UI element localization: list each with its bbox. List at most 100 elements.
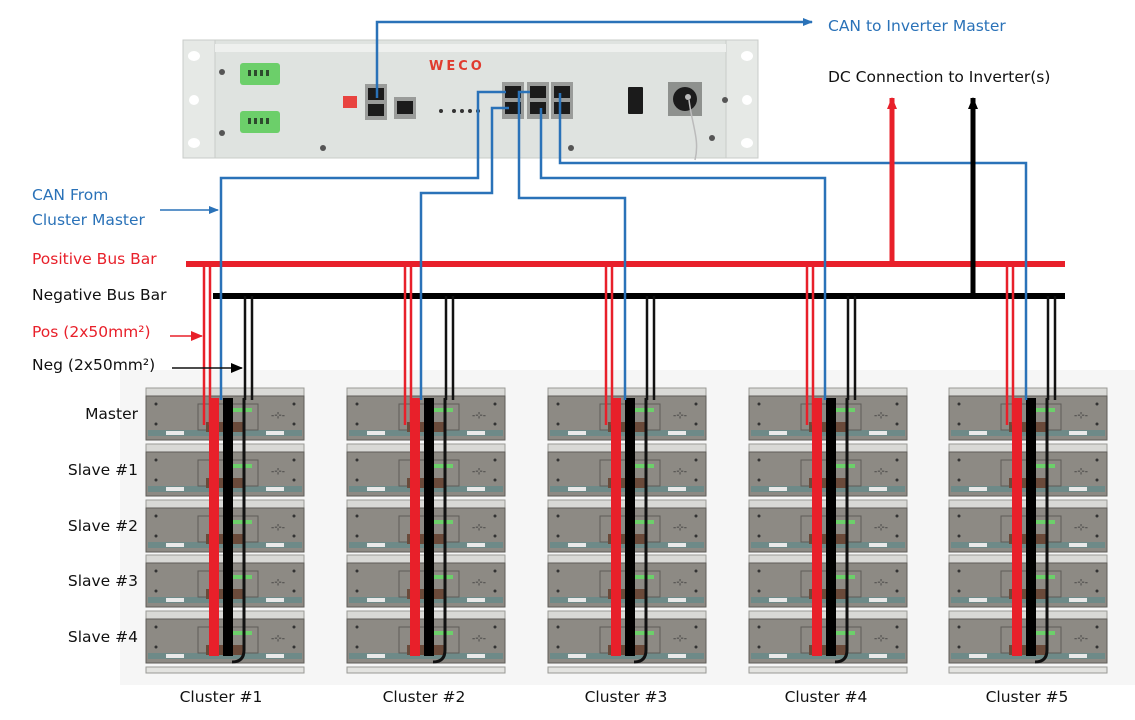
screw: [694, 645, 698, 649]
ground-symbol: -⊹-: [1074, 634, 1088, 644]
module-slot: [869, 487, 887, 491]
screw: [556, 458, 560, 462]
cluster-label-2: Cluster #2: [382, 688, 466, 706]
module-slot: [367, 487, 385, 491]
screw: [895, 625, 899, 629]
screw: [957, 478, 961, 482]
screw: [292, 458, 296, 462]
screw: [493, 589, 497, 593]
cluster-2-cables: [403, 264, 455, 425]
module-comm-connector: [425, 631, 453, 635]
cluster-label-5: Cluster #5: [985, 688, 1069, 706]
screw: [757, 402, 761, 406]
screw: [556, 422, 560, 426]
negative-return-cable: [231, 398, 246, 664]
screw: [757, 589, 761, 593]
module-comm-connector: [827, 631, 855, 635]
screw: [355, 645, 359, 649]
screw: [493, 534, 497, 538]
stack-base: [748, 666, 908, 674]
stack-base: [346, 666, 506, 674]
screw: [154, 422, 158, 426]
module-top-cap: [948, 387, 1108, 397]
ground-symbol: -⊹-: [472, 411, 486, 421]
module-slot: [568, 654, 586, 658]
screw: [556, 569, 560, 573]
negative-return-cable: [633, 398, 648, 664]
module-comm-connector: [1027, 408, 1055, 412]
row-label-slave-4: Slave #4: [67, 628, 138, 646]
module-slot: [668, 431, 686, 435]
ground-symbol: -⊹-: [673, 411, 687, 421]
battery-cluster-2: -⊹--⊹--⊹--⊹--⊹-: [346, 387, 506, 674]
screw: [292, 589, 296, 593]
screw: [556, 514, 560, 518]
positive-rail: [209, 398, 219, 656]
positive-rail: [410, 398, 420, 656]
screw: [493, 645, 497, 649]
screw: [1095, 625, 1099, 629]
can-wire-cluster-3: [517, 90, 627, 400]
cluster-4-cables: [805, 264, 857, 425]
screw: [895, 569, 899, 573]
neg-cable-label: Neg (2x50mm²): [32, 356, 156, 374]
row-label-slave-2: Slave #2: [67, 517, 138, 535]
positive-bus-label: Positive Bus Bar: [32, 250, 157, 268]
module-slot: [969, 431, 987, 435]
module-slot: [769, 654, 787, 658]
screw: [154, 514, 158, 518]
screw: [694, 625, 698, 629]
screw: [292, 645, 296, 649]
can-from-label-line2: Cluster Master: [32, 211, 145, 229]
on-off-switch: [628, 87, 643, 114]
screw: [1095, 458, 1099, 462]
ground-symbol: -⊹-: [673, 634, 687, 644]
screw: [355, 458, 359, 462]
module-slot: [1069, 431, 1087, 435]
module-comm-connector: [224, 575, 252, 579]
module-comm-connector: [224, 464, 252, 468]
screw: [694, 514, 698, 518]
screw: [1095, 645, 1099, 649]
screw: [556, 402, 560, 406]
screw: [1095, 402, 1099, 406]
screw: [556, 534, 560, 538]
module-comm-connector: [425, 520, 453, 524]
module-slot: [869, 598, 887, 602]
screw: [493, 402, 497, 406]
battery-cluster-5: -⊹--⊹--⊹--⊹--⊹-: [948, 387, 1108, 674]
module-comm-connector: [1027, 575, 1055, 579]
negative-rail: [625, 398, 635, 656]
pos-cable-label: Pos (2x50mm²): [32, 323, 151, 341]
screw: [957, 569, 961, 573]
screw: [154, 534, 158, 538]
screw: [1095, 589, 1099, 593]
screw: [355, 534, 359, 538]
module-slot: [367, 598, 385, 602]
module-slot: [668, 487, 686, 491]
can-wire-cluster-4: [539, 108, 827, 400]
rack-ear-left: [182, 39, 216, 159]
negative-return-cable: [834, 398, 849, 664]
cluster-3-cables: [604, 264, 656, 425]
screw: [1095, 422, 1099, 426]
screw: [292, 534, 296, 538]
screw: [757, 625, 761, 629]
cluster-label-1: Cluster #1: [179, 688, 263, 706]
screw: [292, 625, 296, 629]
screw: [355, 422, 359, 426]
module-slot: [969, 543, 987, 547]
negative-rail: [1026, 398, 1036, 656]
screw: [957, 625, 961, 629]
ground-symbol: -⊹-: [271, 634, 285, 644]
screw: [154, 478, 158, 482]
module-slot: [869, 431, 887, 435]
screw: [895, 478, 899, 482]
module-slot: [668, 543, 686, 547]
screw: [757, 458, 761, 462]
ground-symbol: -⊹-: [472, 523, 486, 533]
dc-connection-label: DC Connection to Inverter(s): [828, 68, 1051, 86]
row-label-master: Master: [85, 405, 138, 423]
ground-symbol: -⊹-: [874, 411, 888, 421]
ground-symbol: -⊹-: [673, 523, 687, 533]
